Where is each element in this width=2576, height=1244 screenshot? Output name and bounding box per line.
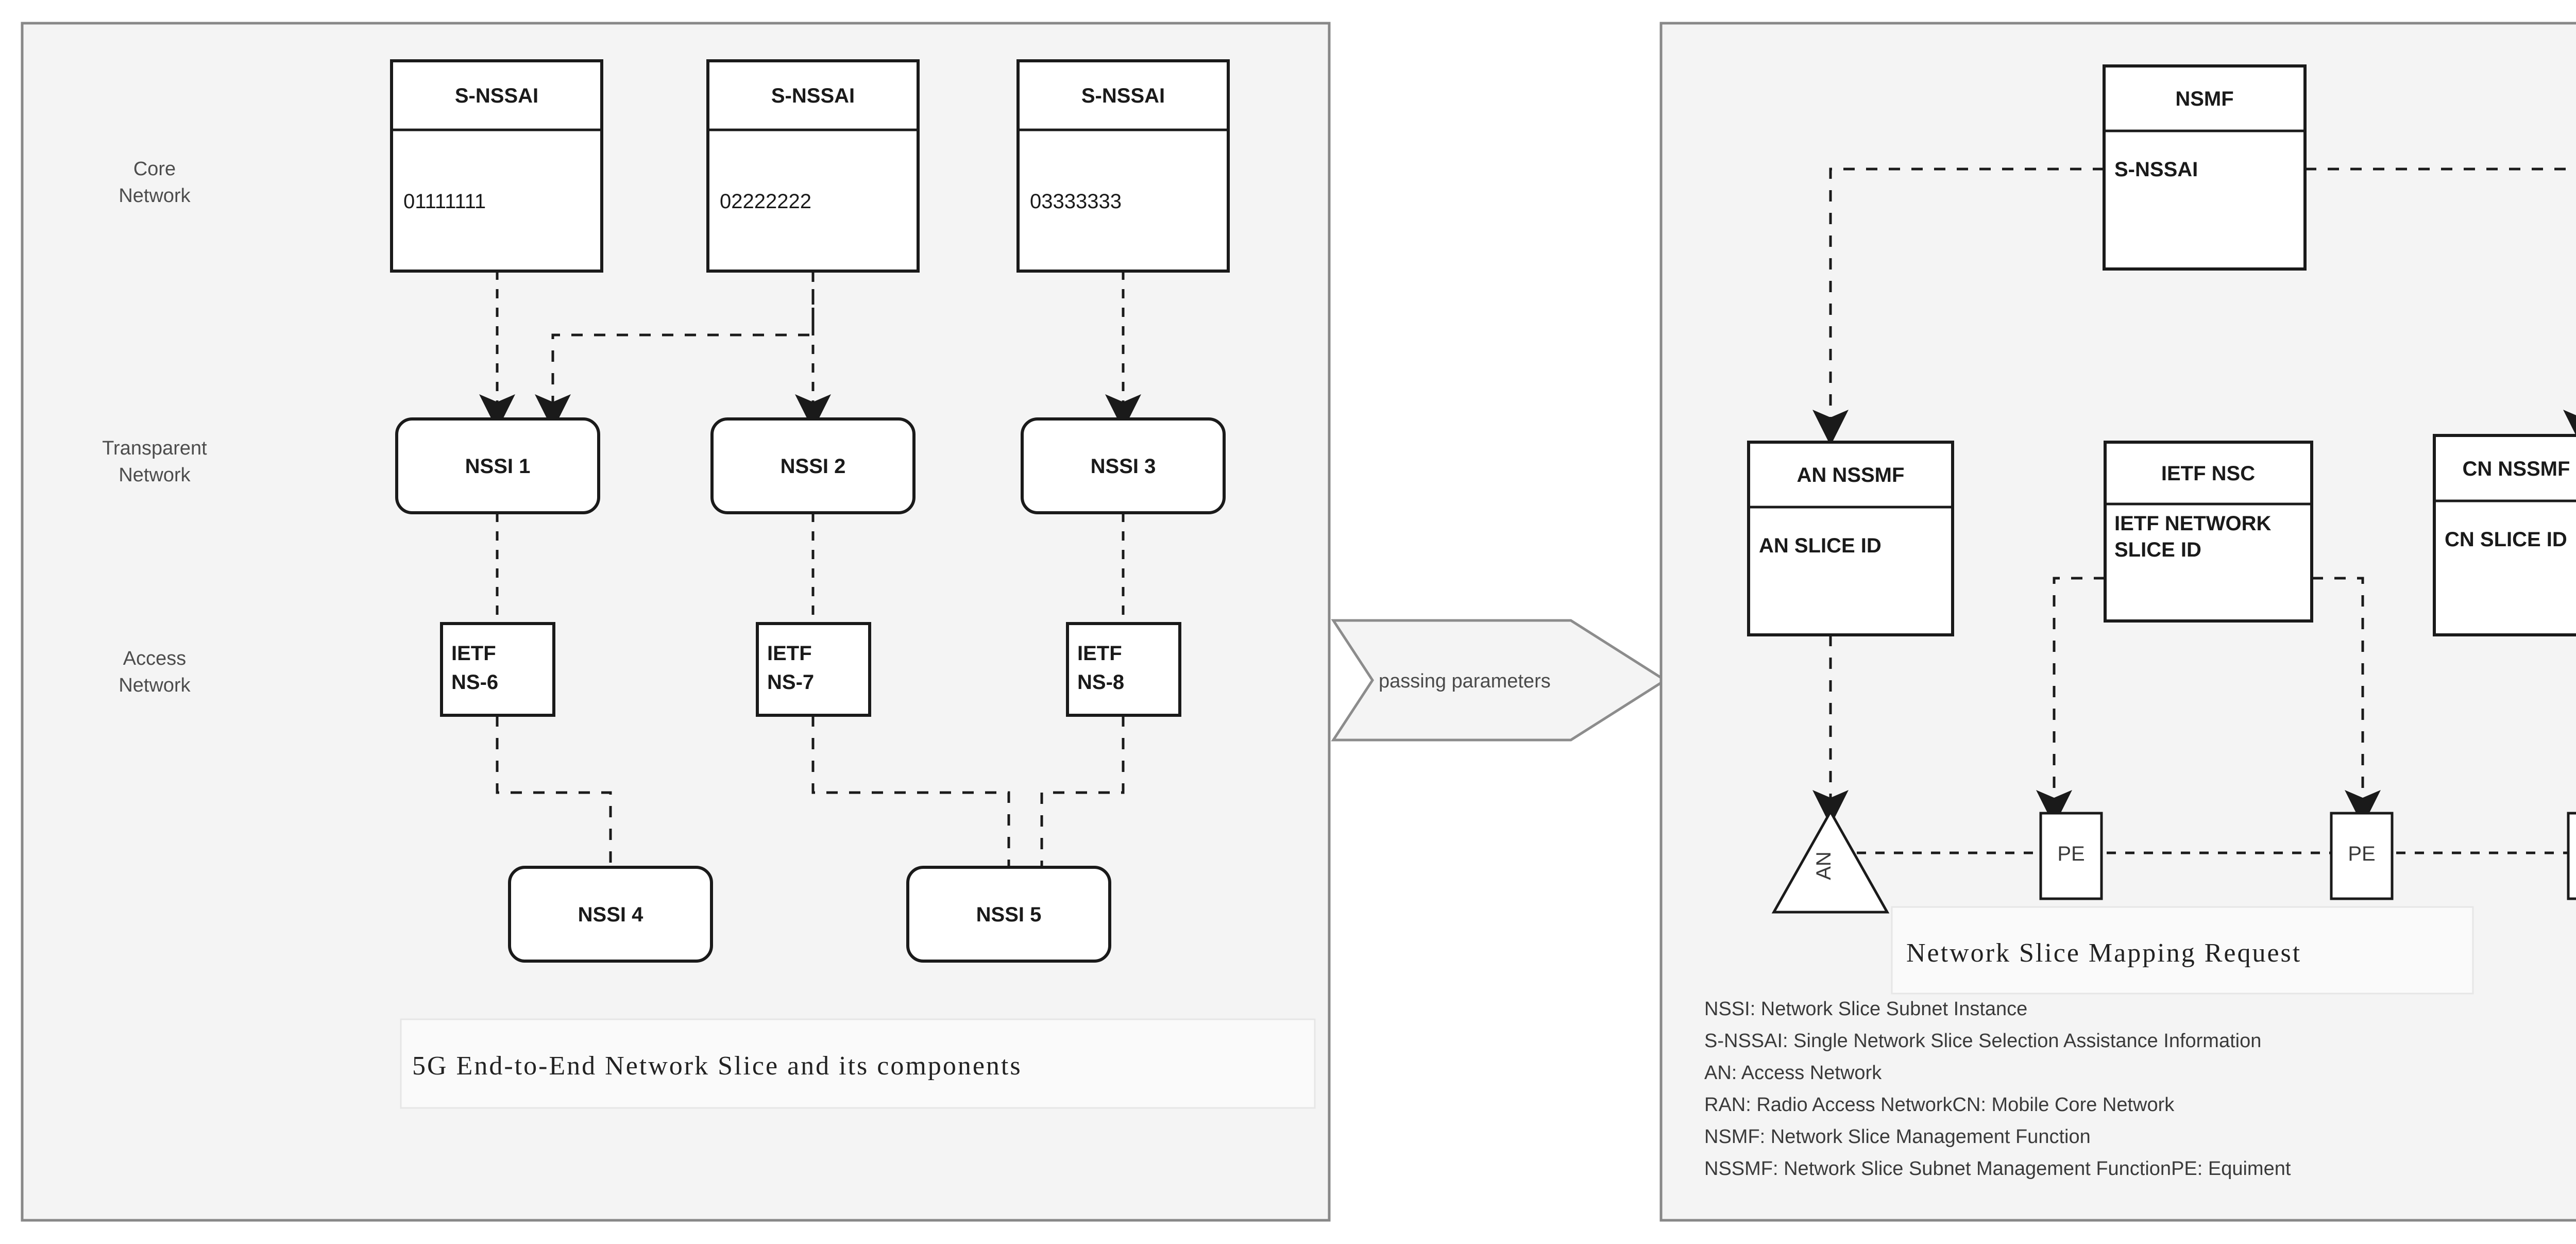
pe-device-node-2[interactable]: PE bbox=[2330, 812, 2394, 900]
snssai-box-3[interactable]: S-NSSAI 03333333 bbox=[1016, 59, 1230, 273]
edge-snssai2-to-nssi1 bbox=[535, 271, 815, 430]
ietf-nsc-box-value-line2: SLICE ID bbox=[2114, 539, 2201, 561]
ietf-ns-node-8-line2: NS-8 bbox=[1077, 671, 1124, 694]
ietf-ns-node-6-line1: IETF bbox=[451, 642, 496, 665]
right-caption-box bbox=[1891, 906, 2474, 995]
left-caption-text: 5G End-to-End Network Slice and its comp… bbox=[412, 1051, 1022, 1081]
ietf-ns-node-8-line1: IETF bbox=[1077, 642, 1122, 665]
cn-nssmf-box-value: CN SLICE ID bbox=[2445, 528, 2567, 551]
an-nssmf-box-value: AN SLICE ID bbox=[1759, 534, 1882, 557]
edge-nsmf-to-cn-nssmf bbox=[2305, 167, 2576, 446]
edge-ietfns8-to-nssi5 bbox=[1040, 715, 1125, 867]
cn-nssmf-box[interactable]: CN NSSMF CN SLICE ID bbox=[2433, 434, 2576, 636]
nssi-node-5-label: NSSI 5 bbox=[976, 903, 1042, 926]
edge-ietf-nsc-to-pe-2 bbox=[2312, 577, 2381, 826]
nssi-node-1[interactable]: NSSI 1 bbox=[395, 417, 600, 514]
snssai-box-3-title: S-NSSAI bbox=[1081, 85, 1165, 107]
pe-device-label-1: PE bbox=[2057, 843, 2084, 865]
nsmf-box[interactable]: NSMF S-NSSAI bbox=[2103, 64, 2307, 271]
nsmf-box-title: NSMF bbox=[2175, 88, 2233, 110]
legend-line-6: NSSMF: Network Slice Subnet Management F… bbox=[1704, 1158, 2291, 1180]
cn-device-node[interactable]: CN bbox=[2567, 812, 2576, 900]
edge-ietfns6-to-nssi4 bbox=[496, 715, 612, 867]
right-caption-text: Network Slice Mapping Request bbox=[1906, 938, 2301, 968]
passing-parameters-chevron bbox=[1331, 619, 1668, 742]
snssai-box-2[interactable]: S-NSSAI 02222222 bbox=[706, 59, 920, 273]
nssi-node-3[interactable]: NSSI 3 bbox=[1021, 417, 1226, 514]
legend-line-5: NSMF: Network Slice Management Function bbox=[1704, 1126, 2091, 1148]
ietf-ns-node-7-line2: NS-7 bbox=[767, 671, 814, 694]
snssai-box-1-title: S-NSSAI bbox=[455, 85, 538, 107]
pe-device-label-2: PE bbox=[2348, 843, 2375, 865]
ietf-nsc-box[interactable]: IETF NSC IETF NETWORK SLICE ID bbox=[2104, 441, 2313, 623]
legend-line-2: S-NSSAI: Single Network Slice Selection … bbox=[1704, 1030, 2261, 1052]
row-label-core-network-line2: Network bbox=[118, 185, 191, 207]
ietf-ns-node-8[interactable]: IETF NS-8 bbox=[1066, 622, 1181, 717]
row-label-access-network-line1: Access bbox=[123, 648, 186, 669]
legend-line-4: RAN: Radio Access NetworkCN: Mobile Core… bbox=[1704, 1094, 2175, 1116]
pe-device-node-1[interactable]: PE bbox=[2039, 812, 2103, 900]
ietf-ns-node-6-line2: NS-6 bbox=[451, 671, 498, 694]
an-nssmf-box[interactable]: AN NSSMF AN SLICE ID bbox=[1747, 441, 1954, 636]
snssai-box-1[interactable]: S-NSSAI 01111111 bbox=[390, 59, 603, 273]
ietf-nsc-box-value-line1: IETF NETWORK bbox=[2114, 512, 2272, 535]
nssi-node-2-label: NSSI 2 bbox=[781, 455, 846, 478]
ietf-nsc-box-title: IETF NSC bbox=[2161, 462, 2255, 485]
snssai-box-3-value: 03333333 bbox=[1030, 190, 1122, 213]
snssai-box-2-value: 02222222 bbox=[720, 190, 811, 213]
row-label-transparent-network-line2: Network bbox=[118, 464, 191, 486]
legend-line-1: NSSI: Network Slice Subnet Instance bbox=[1704, 998, 2027, 1020]
edge-nsmf-to-an-nssmf bbox=[1812, 167, 2104, 446]
an-device-label: AN bbox=[1812, 851, 1835, 880]
nssi-node-3-label: NSSI 3 bbox=[1091, 455, 1156, 478]
nssi-node-4[interactable]: NSSI 4 bbox=[508, 866, 713, 963]
row-label-transparent-network-line1: Transparent bbox=[102, 438, 207, 459]
cn-nssmf-box-title: CN NSSMF bbox=[2463, 458, 2570, 480]
nssi-node-2[interactable]: NSSI 2 bbox=[710, 417, 916, 514]
ietf-ns-node-6[interactable]: IETF NS-6 bbox=[440, 622, 555, 717]
nsmf-box-value: S-NSSAI bbox=[2114, 158, 2198, 181]
snssai-box-2-title: S-NSSAI bbox=[771, 85, 855, 107]
nssi-node-4-label: NSSI 4 bbox=[578, 903, 643, 926]
nssi-node-5[interactable]: NSSI 5 bbox=[906, 866, 1111, 963]
an-nssmf-box-title: AN NSSMF bbox=[1797, 464, 1905, 486]
ietf-ns-node-7-line1: IETF bbox=[767, 642, 812, 665]
snssai-box-1-value: 01111111 bbox=[403, 190, 486, 213]
nssi-node-1-label: NSSI 1 bbox=[465, 455, 531, 478]
an-device-node[interactable]: AN bbox=[1771, 809, 1890, 914]
passing-parameters-label: passing parameters bbox=[1379, 670, 1551, 692]
edge-ietf-nsc-to-pe-1 bbox=[2036, 577, 2105, 826]
legend-line-3: AN: Access Network bbox=[1704, 1062, 1882, 1084]
left-caption-box bbox=[400, 1018, 1316, 1109]
row-label-core-network-line1: Core bbox=[133, 158, 176, 180]
ietf-ns-node-7[interactable]: IETF NS-7 bbox=[756, 622, 871, 717]
row-label-access-network-line2: Network bbox=[118, 675, 191, 696]
